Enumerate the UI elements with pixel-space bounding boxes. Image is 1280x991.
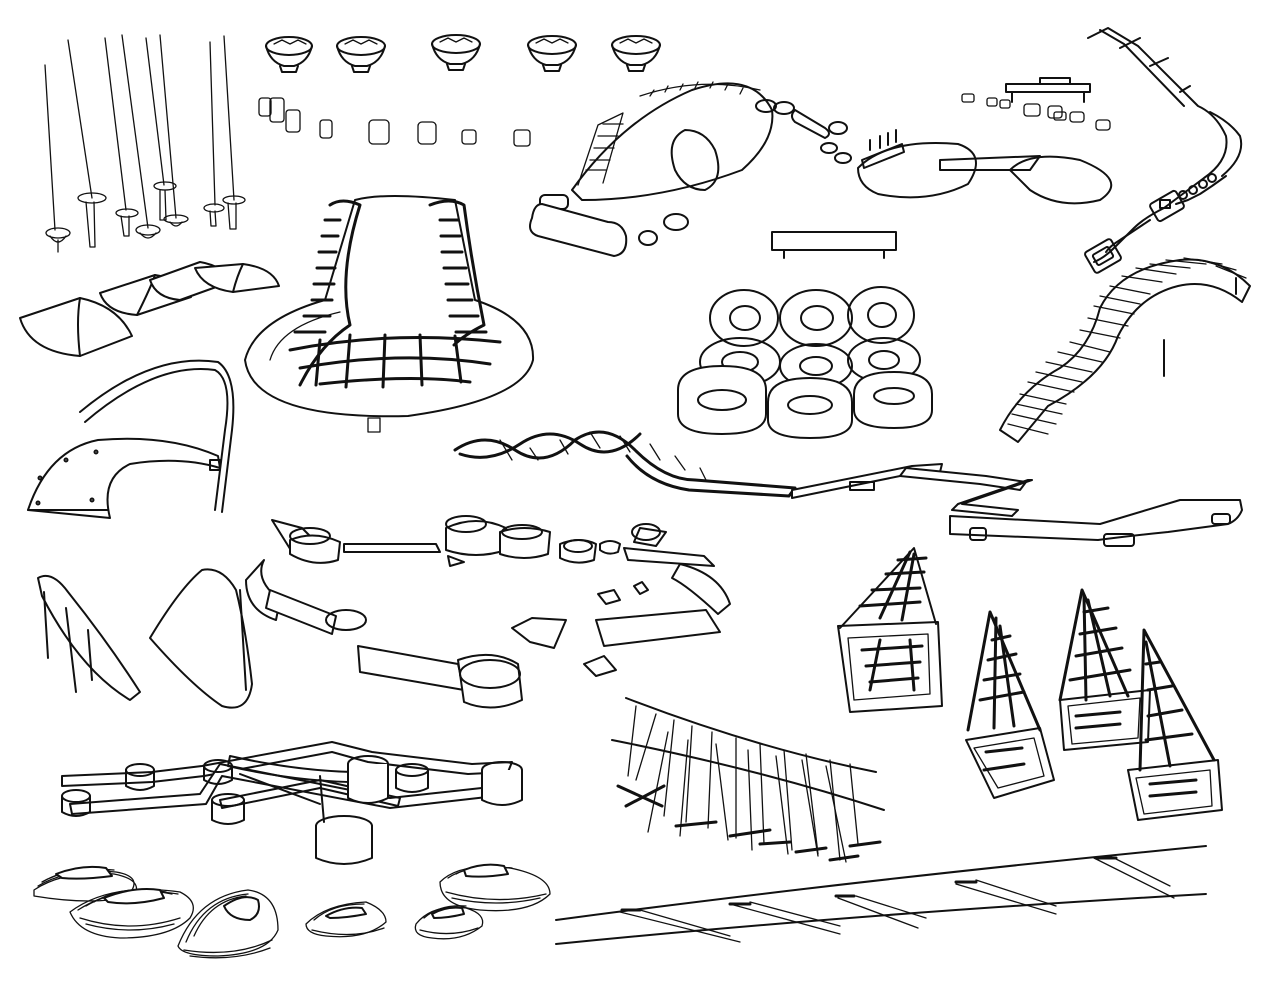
balance-beam-icon (771, 77, 1113, 259)
half-log-icon (19, 261, 280, 357)
wavy-bridge-icon (999, 257, 1251, 443)
ribbon-slide-icon (453, 430, 797, 498)
bowl-pod-icon (265, 34, 661, 73)
shade-panel-icon (37, 568, 253, 709)
climbing-mound-icon (529, 81, 852, 257)
ladder-bridge-icon (1084, 27, 1243, 274)
timber-frame-icon (61, 741, 523, 865)
rope-ladder-icon (611, 697, 885, 863)
log-trail-icon (245, 515, 731, 709)
curved-panel-icon (27, 359, 235, 519)
rope-bridge-icon (555, 845, 1207, 945)
net-seat-icon (244, 195, 535, 433)
pyramid-net-icon (837, 547, 1223, 821)
zigzag-beam-icon (791, 463, 1243, 547)
hanging-rope-grips-icon (44, 34, 246, 253)
stump-icon (258, 97, 531, 147)
stepping-stone-icon (33, 863, 551, 959)
tire-icon (677, 286, 933, 439)
